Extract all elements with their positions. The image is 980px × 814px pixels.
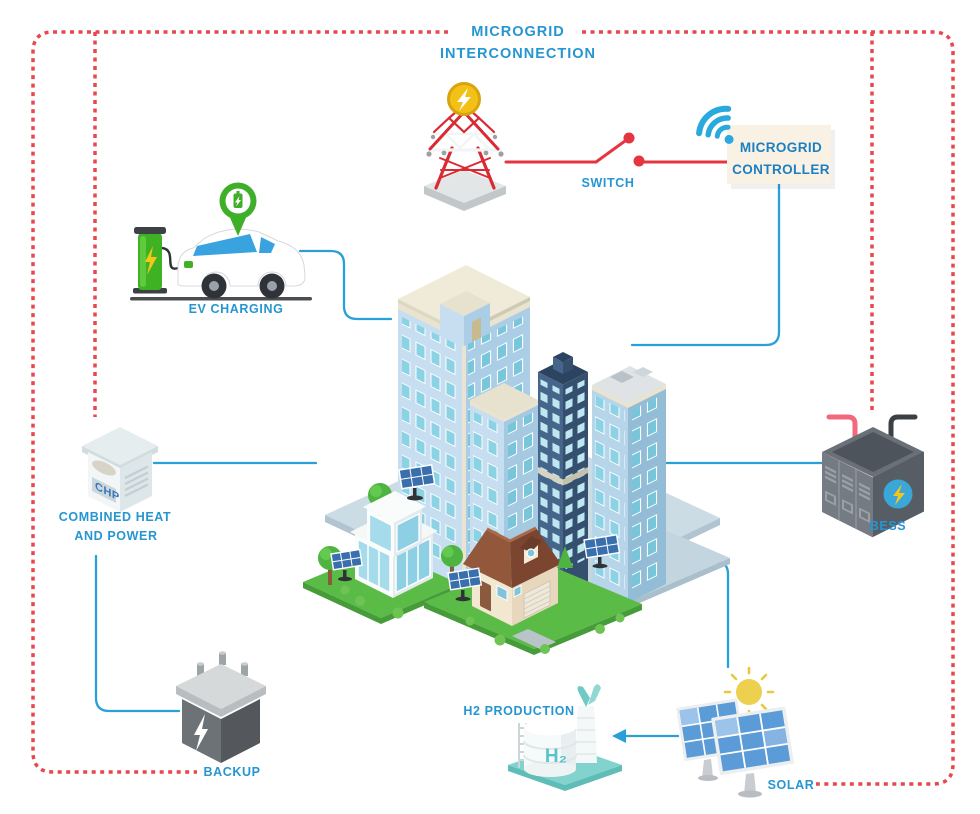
brown-roof-house bbox=[463, 526, 561, 626]
switch-icon bbox=[504, 132, 729, 167]
ground-solar-panel bbox=[398, 463, 436, 501]
ev-car-icon bbox=[177, 228, 306, 299]
interconnection-title-line1: MICROGRID bbox=[471, 24, 565, 40]
interconnection-title-line2: INTERCONNECTION bbox=[440, 46, 596, 62]
backup-label: BACKUP bbox=[203, 765, 260, 779]
solar-label: SOLAR bbox=[768, 778, 815, 792]
ev-charging-label: EV CHARGING bbox=[189, 302, 284, 316]
ev-to-city-line bbox=[298, 249, 393, 321]
microgrid-controller-box: MICROGRID CONTROLLER bbox=[696, 105, 835, 189]
location-pin-icon bbox=[219, 182, 257, 236]
controller-label-line2: CONTROLLER bbox=[732, 162, 830, 177]
switch-label: SWITCH bbox=[582, 176, 635, 190]
bushes bbox=[340, 585, 625, 654]
h2-plant-icon: H₂ H2 PRODUCTION bbox=[463, 684, 622, 791]
ev-charger-icon bbox=[133, 227, 188, 294]
border-right-segment bbox=[582, 30, 955, 786]
transmission-tower-icon bbox=[424, 82, 506, 211]
city-illustration bbox=[303, 265, 730, 655]
sun-icon bbox=[723, 666, 775, 718]
border-left-segment bbox=[31, 30, 448, 774]
controller-to-city-line bbox=[630, 182, 781, 347]
solar-panels-icon: SOLAR bbox=[676, 666, 815, 798]
h2-tank-text: H₂ bbox=[545, 746, 567, 767]
backup-battery-icon: BACKUP bbox=[176, 651, 266, 779]
building-b-navy-tower bbox=[538, 352, 588, 600]
ev-charging-icon: EV CHARGING bbox=[130, 182, 312, 316]
bess-unit-icon: BESS bbox=[822, 414, 924, 538]
lightning-coin-icon bbox=[447, 82, 481, 116]
ground-solar-panel bbox=[330, 548, 363, 582]
tree bbox=[441, 545, 463, 582]
microgrid-boundary-dashed-border bbox=[31, 30, 955, 786]
controller-label-line1: MICROGRID bbox=[740, 140, 822, 155]
solar-to-h2-arrowhead bbox=[612, 729, 626, 743]
ground-solar-panel bbox=[583, 534, 621, 569]
chp-label-line1: COMBINED HEAT bbox=[59, 510, 171, 524]
glass-house bbox=[350, 491, 438, 598]
connection-lines bbox=[94, 182, 826, 738]
ground-solar-panel bbox=[447, 567, 483, 602]
h2-production-label: H2 PRODUCTION bbox=[463, 704, 574, 718]
pine-tree bbox=[557, 546, 573, 568]
wifi-icon bbox=[696, 105, 734, 144]
bess-label: BESS bbox=[870, 519, 906, 533]
chp-unit-icon: CHP COMBINED HEAT AND POWER bbox=[59, 427, 171, 543]
chp-to-backup-line bbox=[94, 554, 181, 713]
chp-label-line2: AND POWER bbox=[74, 529, 157, 543]
